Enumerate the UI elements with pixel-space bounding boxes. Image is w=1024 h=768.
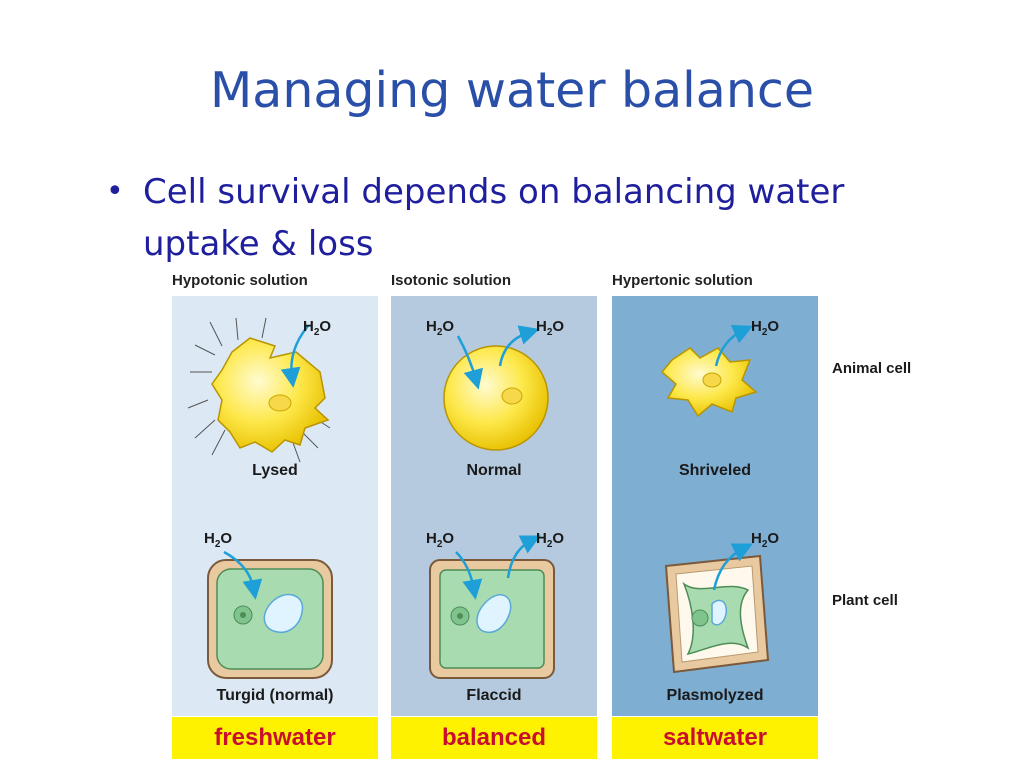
- panel-header-hypotonic: Hypotonic solution: [172, 272, 308, 289]
- lysed-label: Lysed: [252, 462, 298, 479]
- water-label: H2O: [204, 530, 233, 550]
- water-label: H2O: [751, 530, 780, 550]
- bullet-text: Cell survival depends on balancing water…: [143, 172, 845, 264]
- panel-header-isotonic: Isotonic solution: [391, 272, 511, 289]
- water-label: H2O: [426, 530, 455, 550]
- water-label: H2O: [536, 530, 565, 550]
- lysed-animal-cell: [187, 317, 331, 463]
- slide-title: Managing water balance: [210, 62, 814, 119]
- env-label-saltwater: saltwater: [612, 717, 818, 759]
- flaccid-plant-cell: [429, 535, 555, 679]
- turgid-label: Turgid (normal): [216, 687, 334, 704]
- plasmolyzed-label: Plasmolyzed: [666, 687, 764, 704]
- water-label: H2O: [751, 318, 780, 338]
- bullet-item: • Cell survival depends on balancing wat…: [106, 166, 926, 270]
- shriveled-animal-cell: [660, 325, 758, 418]
- row-label-animal-cell: Animal cell: [832, 360, 912, 377]
- flaccid-label: Flaccid: [466, 687, 522, 704]
- turgid-plant-cell: [207, 550, 333, 679]
- water-label: H2O: [426, 318, 455, 338]
- panel-header-hypertonic: Hypertonic solution: [612, 272, 753, 289]
- plasmolyzed-plant-cell: [664, 543, 770, 674]
- water-label: H2O: [303, 318, 332, 338]
- normal-label: Normal: [466, 462, 522, 479]
- env-label-balanced: balanced: [391, 717, 597, 759]
- bullet-dot: •: [106, 174, 124, 209]
- row-label-plant-cell: Plant cell: [832, 592, 898, 609]
- normal-animal-cell: [443, 325, 549, 451]
- env-label-freshwater: freshwater: [172, 717, 378, 759]
- water-label: H2O: [536, 318, 565, 338]
- shriveled-label: Shriveled: [678, 462, 752, 479]
